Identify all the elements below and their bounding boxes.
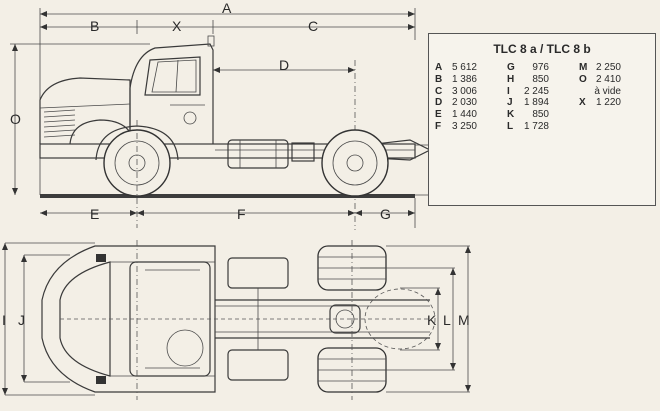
top-view: I J — [2, 240, 471, 400]
rear-wheels-top — [317, 240, 387, 400]
dim-label-b: B — [90, 18, 99, 34]
spec-key: F — [435, 121, 442, 132]
spec-value: 2 410 — [595, 73, 621, 85]
cab — [129, 35, 215, 144]
spec-row: A 5 612 — [435, 62, 497, 74]
spec-row: I 2 245 — [507, 86, 569, 98]
spec-value: 2 250 — [595, 62, 621, 73]
front-wheel — [103, 120, 171, 228]
spec-value: 1 220 — [595, 97, 621, 109]
spec-value: 850 — [532, 109, 549, 121]
mirror-right — [96, 376, 106, 384]
side-view: A B X C D O — [10, 0, 470, 230]
spec-key: D — [435, 97, 443, 109]
spec-row: C 3 006 — [435, 86, 497, 98]
dim-label-l: L — [443, 312, 451, 328]
spec-row: E 1 440 — [435, 109, 497, 121]
dim-label-f: F — [237, 206, 246, 222]
spec-row: J 1 894 — [507, 97, 569, 109]
spec-row: H 850 — [507, 74, 569, 86]
dim-label-d: D — [279, 57, 289, 73]
spec-row: D 2 030 — [435, 97, 497, 109]
spec-key: J — [507, 97, 513, 109]
dim-label-g: G — [380, 206, 391, 222]
spec-key: H — [507, 73, 515, 85]
spec-key: M — [579, 62, 588, 73]
cab-top — [41, 240, 430, 400]
spec-value: 1 440 — [451, 109, 477, 121]
spec-value: 976 — [532, 62, 549, 73]
spec-row: K 850 — [507, 109, 569, 121]
dim-label-k: K — [427, 312, 437, 328]
spec-value: à vide — [594, 85, 621, 97]
ground-line — [40, 194, 415, 198]
dimension-b-x-c: B X C — [40, 18, 415, 34]
dimension-i-j: I J — [2, 242, 95, 396]
dim-label-m: M — [458, 312, 470, 328]
spec-key: L — [507, 121, 514, 132]
dimension-o: O — [10, 43, 150, 195]
spec-key: G — [507, 62, 515, 73]
dim-label-c: C — [308, 18, 318, 34]
spec-value: 5 612 — [451, 62, 477, 73]
spec-key: I — [507, 85, 510, 97]
dim-label-o: O — [10, 111, 21, 127]
dim-label-x: X — [172, 18, 182, 34]
spec-key: A — [435, 62, 443, 73]
dim-label-i: I — [2, 312, 6, 328]
spec-row: O 2 410 — [579, 74, 641, 86]
dimension-d: D — [213, 57, 356, 230]
spec-value: 1 894 — [523, 97, 549, 109]
spec-key: E — [435, 109, 442, 121]
spec-key: X — [579, 97, 586, 109]
dim-label-e: E — [90, 206, 99, 222]
dim-label-j: J — [18, 312, 25, 328]
spec-value: 3 006 — [451, 85, 477, 97]
spec-row: F 3 250 — [435, 121, 497, 133]
grille — [43, 109, 76, 138]
dimension-e-f-g: E F G — [40, 198, 416, 228]
spec-value: 2 030 — [451, 97, 477, 109]
spec-value: 3 250 — [451, 121, 477, 132]
spec-key: O — [579, 73, 587, 85]
spec-row: L 1 728 — [507, 121, 569, 133]
dimension-k-l-m: K L M — [360, 245, 471, 393]
spec-row: M 2 250 — [579, 62, 641, 74]
spec-key: C — [435, 85, 443, 97]
spec-row: G 976 — [507, 62, 569, 74]
spec-key: K — [507, 109, 515, 121]
spec-value: 1 728 — [523, 121, 549, 132]
spec-value: 1 386 — [451, 73, 477, 85]
mirror-left — [96, 254, 106, 262]
spec-row: à vide — [579, 86, 641, 98]
spec-value: 850 — [532, 73, 549, 85]
spec-key: B — [435, 73, 443, 85]
chassis-top — [215, 257, 436, 381]
spec-row: B 1 386 — [435, 74, 497, 86]
spec-row: X 1 220 — [579, 97, 641, 109]
dim-label-a: A — [222, 0, 232, 16]
rear-wheel — [321, 129, 389, 197]
spec-value: 2 245 — [523, 85, 549, 97]
spec-table-title: TLC 8 a / TLC 8 b — [493, 42, 591, 56]
